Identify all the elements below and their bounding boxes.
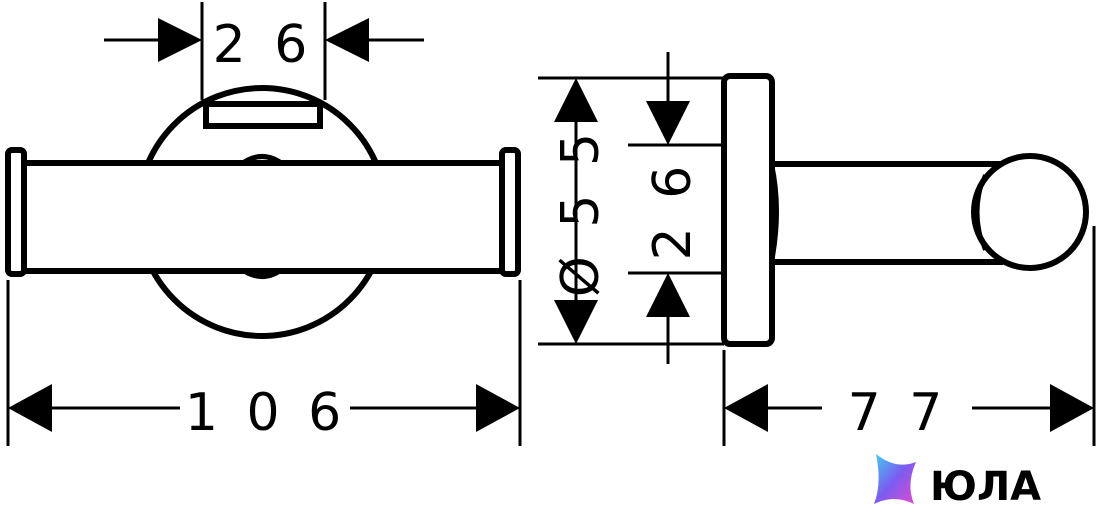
- right-end-cap: [499, 147, 521, 277]
- star-gradient-icon: [874, 454, 916, 504]
- hook-rod: [19, 160, 505, 274]
- dim-rod-height-label: 2 6: [643, 160, 703, 261]
- side-end-knob: [971, 153, 1089, 271]
- dim-top-width-label: 2 6: [213, 15, 314, 75]
- dim-top-width: [104, 2, 424, 100]
- side-view: [721, 73, 1089, 347]
- front-view: [5, 85, 521, 339]
- brand-logo-text: ЮЛА: [930, 464, 1041, 510]
- dim-diameter: [538, 76, 724, 346]
- brand-logo: ЮЛА: [874, 454, 1041, 510]
- side-knob-shadow: [975, 174, 987, 251]
- side-rod: [767, 161, 1003, 265]
- dim-depth-label: 7 7: [848, 383, 949, 443]
- mounting-slot: [203, 101, 323, 129]
- dim-overall-width: [6, 280, 522, 446]
- dim-depth: [722, 226, 1096, 446]
- dim-diameter-label: Ø 5 5: [551, 127, 611, 297]
- side-wall-plate: [721, 73, 775, 347]
- dim-rod-height: [628, 52, 724, 364]
- side-plate-curve: [770, 163, 779, 263]
- left-end-cap: [5, 147, 27, 277]
- dim-overall-width-label: 1 0 6: [185, 383, 347, 443]
